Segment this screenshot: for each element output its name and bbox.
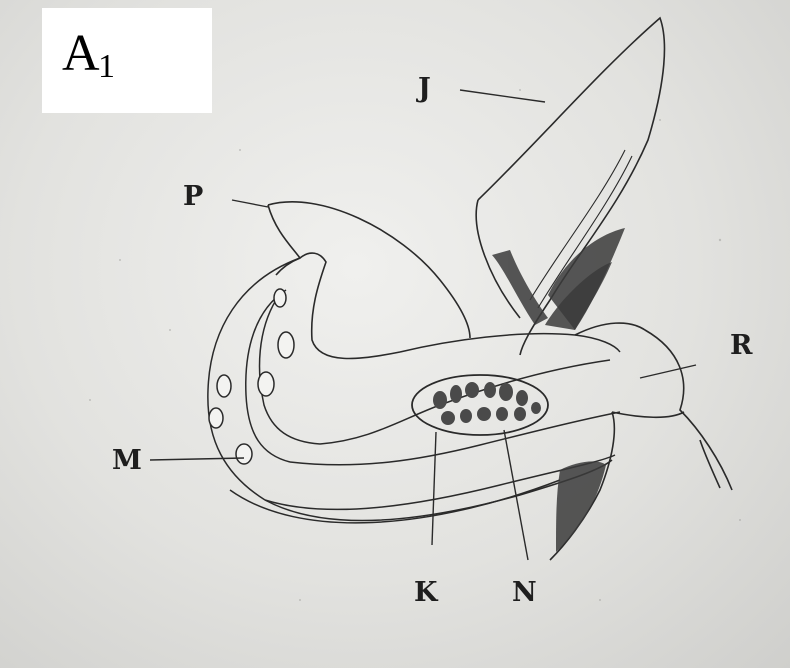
leader-lines — [150, 90, 696, 560]
label-J: J — [416, 73, 431, 104]
label-N: N — [512, 577, 537, 608]
central-body — [412, 375, 548, 435]
label-R: R — [730, 330, 753, 361]
petal-P — [268, 202, 470, 359]
label-P: P — [183, 181, 203, 212]
paper-speckles — [89, 89, 741, 601]
label-M: M — [112, 445, 142, 476]
label-K: K — [414, 577, 439, 608]
receptacle-shading — [545, 262, 612, 552]
ovules — [209, 289, 294, 464]
